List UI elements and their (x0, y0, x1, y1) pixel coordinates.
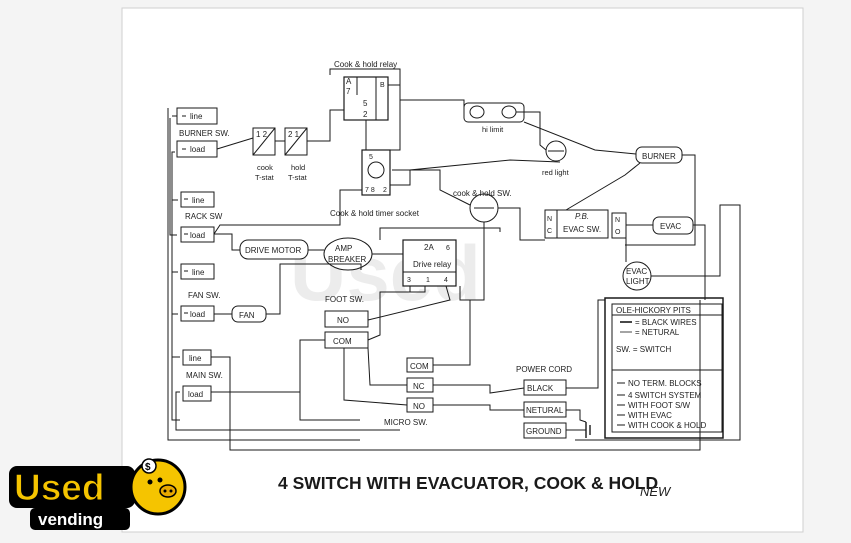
socket-5-label: 5 (369, 154, 373, 161)
cook-hold-relay (343, 76, 389, 121)
pb-label: P.B. (575, 212, 589, 221)
foot-com-label: COM (333, 337, 352, 346)
netural-label: NETURAL (526, 406, 564, 415)
evac-sw-label: EVAC SW. (563, 225, 601, 234)
main-switch-block (182, 349, 212, 402)
main-load-label: load (188, 390, 203, 399)
fan-sw-label: FAN SW. (188, 291, 220, 300)
cook-hold-sw-label: cook & hold SW. (453, 189, 512, 198)
cook-tstat-label-b: T-stat (255, 173, 275, 182)
fan-switch-block (180, 263, 215, 322)
cook-hold-timer-socket (361, 149, 391, 196)
rack-load-label: load (190, 231, 205, 240)
svg-text:$: $ (145, 462, 151, 473)
micro-no-label: NO (413, 402, 425, 411)
legend-switch-system: 4 SWITCH SYSTEM (628, 391, 702, 400)
rack-sw-label: RACK SW (185, 212, 223, 221)
legend-netural: = NETURAL (635, 328, 680, 337)
diagram-sheet (121, 7, 804, 533)
n2-label: N (615, 217, 620, 224)
relay-4-label: 4 (444, 277, 448, 284)
amp-label: AMP (335, 244, 352, 253)
rack-switch-block (180, 191, 215, 243)
fan-load-label: load (190, 310, 205, 319)
legend-no-term-blocks: NO TERM. BLOCKS (628, 379, 702, 388)
piggy-bank-icon (129, 458, 187, 516)
logo-subtext: vending (38, 510, 103, 529)
burner-label: BURNER (642, 152, 676, 161)
evac-light-label-a: EVAC (626, 267, 647, 276)
hold-tstat-label-a: hold (291, 163, 305, 172)
relay-2-label: 2 (363, 110, 368, 119)
legend-header: OLE-HICKORY PITS (616, 306, 691, 315)
o-label: O (615, 229, 621, 236)
timer-socket-label: Cook & hold timer socket (330, 209, 420, 218)
relay-7-label: 7 (346, 87, 351, 96)
evac-light-label-b: LIGHT (626, 277, 650, 286)
red-light-label: red light (542, 168, 570, 177)
power-cord-block (523, 379, 567, 439)
evac-label: EVAC (660, 222, 681, 231)
socket-2-label: 2 (383, 187, 387, 194)
legend-with-foot-sw: WITH FOOT S/W (628, 401, 691, 410)
relay-b-label: B (380, 82, 385, 89)
cook-hold-relay-label: Cook & hold relay (334, 60, 397, 69)
hi-limit-switch (463, 102, 525, 123)
legend-sw-switch: SW. = SWITCH (616, 345, 672, 354)
drive-relay-label: Drive relay (413, 260, 451, 269)
used-vending-logo: Used $ vending (9, 458, 187, 530)
diagram-note: NEW (640, 484, 672, 499)
micro-sw-label: MICRO SW. (384, 418, 428, 427)
burner-load-label: load (190, 145, 205, 154)
breaker-label: BREAKER (328, 255, 366, 264)
legend-with-cook-hold: WITH COOK & HOLD (628, 421, 706, 430)
hold-tstat-label-b: T-stat (288, 173, 308, 182)
red-light (545, 140, 567, 162)
main-sw-label: MAIN SW. (186, 371, 223, 380)
drive-relay (402, 239, 457, 287)
micro-nc-label: NC (413, 382, 425, 391)
legend-with-evac: WITH EVAC (628, 411, 672, 420)
cook-tstat-label-a: cook (257, 163, 273, 172)
c-label: C (547, 228, 552, 235)
ground-label: GROUND (526, 427, 562, 436)
logo-text: Used (14, 467, 104, 508)
pb-evac-switch (544, 209, 627, 239)
relay-5-label: 5 (363, 99, 368, 108)
power-cord-label: POWER CORD (516, 365, 572, 374)
relay-1-label: 1 (426, 277, 430, 284)
main-line-label: line (189, 354, 202, 363)
socket-78-label: 7 8 (365, 187, 375, 194)
hi-limit-label: hi limit (482, 125, 504, 134)
relay-6-label: 6 (446, 245, 450, 252)
burner-sw-label: BURNER SW. (179, 129, 230, 138)
relay-2a-label: 2A (424, 243, 434, 252)
fan-label: FAN (239, 311, 255, 320)
diagram-title: 4 SWITCH WITH EVACUATOR, COOK & HOLD (278, 473, 658, 493)
black-label: BLACK (527, 384, 554, 393)
amp-breaker (323, 237, 373, 271)
wiring-lines (167, 68, 741, 451)
hold-tstat-nums: 2 1 (288, 130, 300, 139)
burner-line-label: line (190, 112, 203, 121)
rack-line-label: line (192, 196, 205, 205)
micro-com-label: COM (410, 362, 429, 371)
ground-symbol (566, 422, 591, 438)
micro-switch (406, 357, 434, 413)
cook-tstat-nums: 1 2 (256, 130, 268, 139)
foot-sw-label: FOOT SW. (325, 295, 364, 304)
relay-3-label: 3 (407, 277, 411, 284)
relay-a-label: A (346, 77, 352, 86)
legend-black-wires: = BLACK WIRES (635, 318, 697, 327)
n-label: N (547, 216, 552, 223)
drive-motor-label: DRIVE MOTOR (245, 246, 302, 255)
fan-line-label: line (192, 268, 205, 277)
foot-no-label: NO (337, 316, 349, 325)
